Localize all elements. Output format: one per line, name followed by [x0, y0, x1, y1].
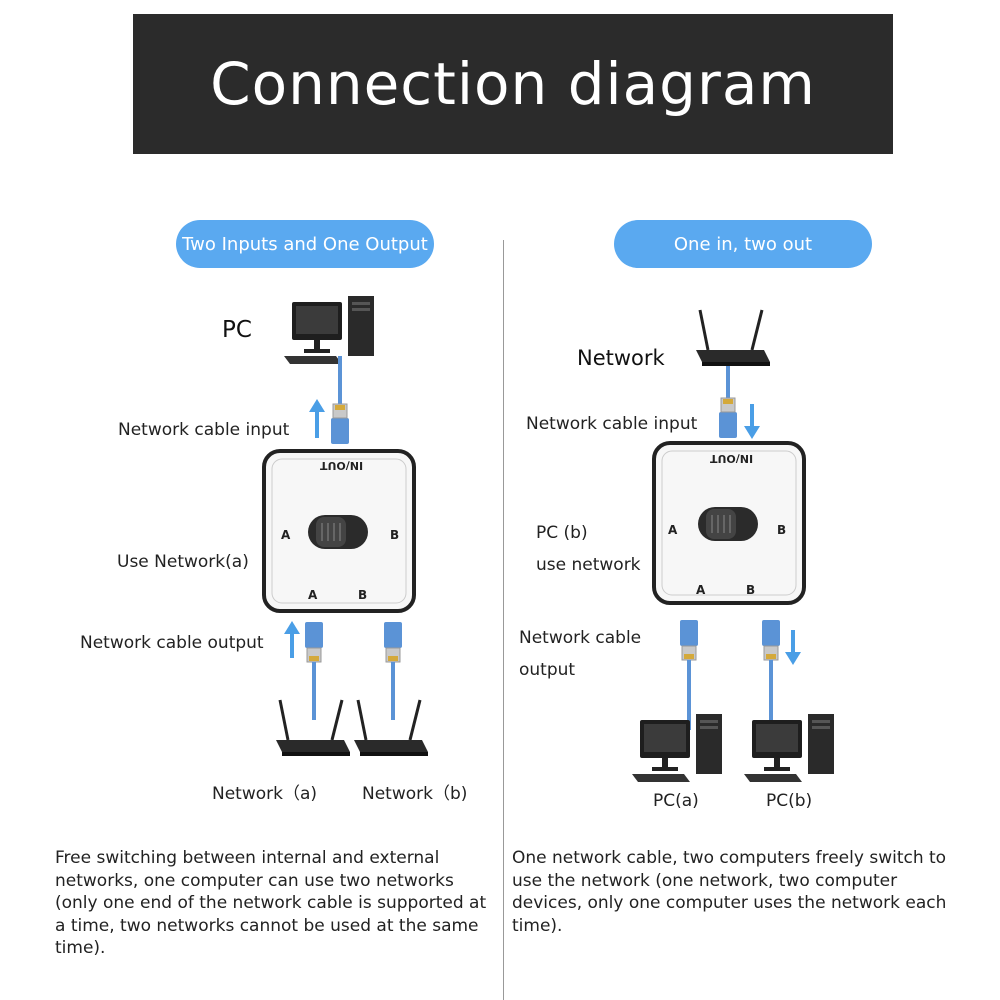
- title-banner: Connection diagram: [133, 14, 893, 154]
- cable-input-label: Network cable input: [526, 414, 698, 434]
- cable-plug-icon: [304, 621, 324, 663]
- cable-output-label-line2: output: [519, 660, 576, 680]
- router-icon: [694, 308, 772, 368]
- pc-b-use-label: PC (b): [536, 523, 588, 543]
- arrow-down-icon: [744, 404, 760, 439]
- pc-icon: [744, 714, 834, 782]
- arrow-up-icon: [284, 621, 300, 658]
- pc-b-use-label-line2: use network: [536, 555, 641, 575]
- pc-icon: [284, 296, 374, 364]
- left-mode-pill: Two Inputs and One Output: [176, 220, 434, 268]
- cable-output-label: Network cable output: [80, 633, 264, 653]
- cable-plug-icon: [761, 619, 781, 661]
- switch-top-label: IN/OUT: [710, 452, 754, 465]
- arrow-down-icon: [785, 630, 801, 665]
- network-a-label: Network（a): [212, 784, 318, 804]
- network-label: Network: [577, 346, 665, 370]
- port-label-b: B: [390, 528, 400, 542]
- right-mode-pill: One in, two out: [614, 220, 872, 268]
- page-title: Connection diagram: [210, 50, 816, 118]
- pc-b-label: PC(b): [766, 791, 813, 811]
- cable-plug-icon: [679, 619, 699, 661]
- network-b-label: Network（b): [362, 784, 468, 804]
- port-label-b: B: [746, 583, 756, 597]
- column-divider: [503, 240, 504, 1000]
- pc-label: PC: [222, 317, 252, 343]
- use-network-label: Use Network(a): [117, 552, 249, 572]
- port-label-a: A: [668, 523, 678, 537]
- right-description: One network cable, two computers freely …: [512, 848, 947, 936]
- cable-plug-icon: [330, 403, 350, 445]
- port-label-a: A: [308, 588, 318, 602]
- left-description: Free switching between internal and exte…: [55, 848, 487, 958]
- cable-input-label: Network cable input: [118, 420, 290, 440]
- switch-top-label: IN/OUT: [320, 459, 364, 472]
- pc-a-label: PC(a): [653, 791, 699, 811]
- cable-plug-icon: [383, 621, 403, 663]
- port-label-b: B: [358, 588, 368, 602]
- port-label-a: A: [281, 528, 291, 542]
- pc-icon: [632, 714, 722, 782]
- arrow-up-icon: [309, 399, 325, 438]
- cable-plug-icon: [718, 397, 738, 439]
- port-label-a: A: [696, 583, 706, 597]
- port-label-b: B: [777, 523, 787, 537]
- cable-output-label: Network cable: [519, 628, 642, 648]
